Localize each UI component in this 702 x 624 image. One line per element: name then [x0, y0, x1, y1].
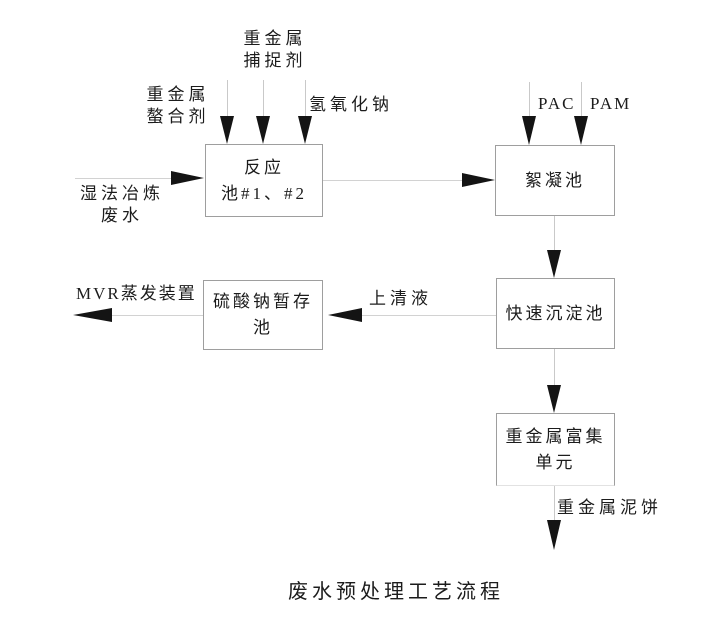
node-heavy-metal-enrichment-unit: 重金属富集 单元: [496, 413, 615, 486]
arrow-left-icon: [73, 308, 112, 322]
arrow-down-icon: [522, 116, 536, 145]
node-label-line: 絮凝池: [525, 170, 585, 190]
arrow-down-icon: [547, 385, 561, 413]
figure-caption: 废水预处理工艺流程: [288, 581, 504, 603]
label-supernatant: 上清液: [369, 289, 432, 308]
connector-chelant-line: [227, 80, 228, 116]
label-line: 重金属: [243, 29, 307, 48]
connector-naoh-line: [305, 80, 306, 116]
node-label-line: 反应: [244, 157, 284, 177]
node-label-line: 池: [253, 318, 273, 337]
label-line: 重金属: [146, 85, 210, 104]
arrow-down-icon: [547, 250, 561, 278]
node-sodium-sulfate-storage-tank: 硫酸钠暂存 池: [203, 280, 323, 350]
label-line: 废水: [101, 206, 143, 225]
label-influent: 湿法冶炼 废水: [72, 183, 172, 227]
node-rapid-sedimentation-tank: 快速沉淀池: [496, 278, 615, 349]
connector-sludge-line: [554, 486, 555, 520]
label-pam: PAM: [590, 94, 632, 113]
label-heavy-metal-cake: 重金属泥饼: [557, 498, 662, 517]
label-heavy-metal-chelant: 重金属 螯合剂: [135, 84, 221, 128]
arrow-right-icon: [462, 173, 495, 187]
connector-supernatant-line: [352, 315, 496, 316]
node-label-line: 快速沉淀池: [505, 303, 606, 323]
label-heavy-metal-capture-agent: 重金属 捕捉剂: [225, 28, 325, 72]
arrow-down-icon: [298, 116, 312, 144]
connector-mvr-line: [108, 315, 203, 316]
connector-pam-line: [581, 82, 582, 116]
node-label-line: 池#1、#2: [221, 183, 307, 203]
connector-reaction-flocculation: [323, 180, 462, 181]
arrow-down-icon: [547, 520, 561, 550]
connector-sedimentation-enrichment: [554, 349, 555, 385]
arrow-right-icon: [171, 171, 204, 185]
arrow-down-icon: [574, 116, 588, 145]
label-line: 螯合剂: [146, 107, 210, 126]
label-pac: PAC: [538, 94, 576, 113]
arrow-left-icon: [328, 308, 362, 322]
label-sodium-hydroxide: 氢氧化钠: [309, 95, 393, 114]
arrow-down-icon: [256, 116, 270, 144]
connector-capture-line: [263, 80, 264, 116]
connector-flocculation-sedimentation: [554, 216, 555, 250]
node-label-line: 硫酸钠暂存: [213, 292, 313, 311]
node-reaction-tank: 反应 池#1、#2: [205, 144, 323, 217]
node-label-line: 单元: [535, 452, 576, 472]
arrow-down-icon: [220, 116, 234, 144]
connector-influent-line: [75, 178, 172, 179]
node-flocculation-tank: 絮凝池: [495, 145, 615, 216]
connector-pac-line: [529, 82, 530, 116]
label-line: 湿法冶炼: [80, 184, 164, 203]
label-mvr-evaporator: MVR蒸发装置: [76, 284, 197, 303]
node-label-line: 重金属富集: [505, 426, 606, 446]
label-line: 捕捉剂: [243, 51, 307, 70]
